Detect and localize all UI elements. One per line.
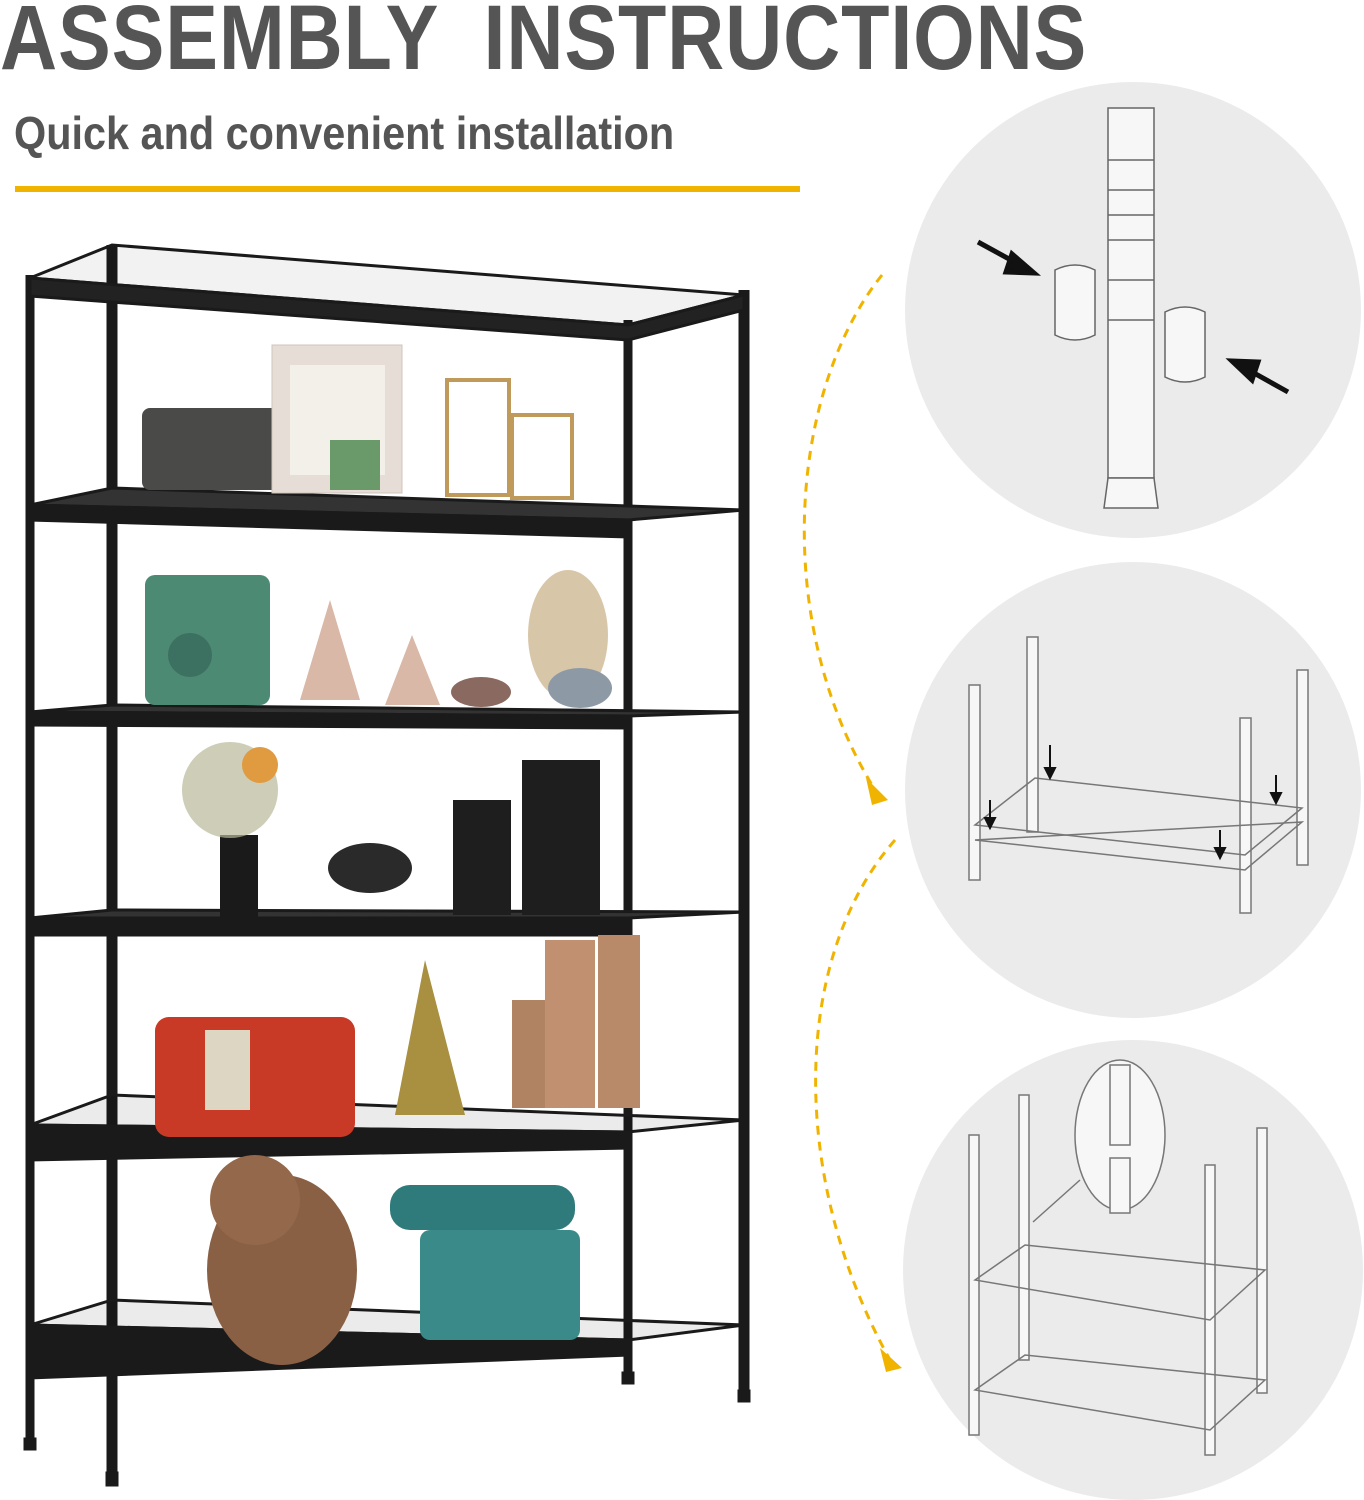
flower-vase-item: [220, 835, 258, 920]
accent-divider: [15, 186, 800, 192]
black-lantern-item: [453, 800, 511, 915]
arrow-icon: [983, 745, 1283, 861]
arrow-icon: [976, 239, 1290, 395]
dashed-flow-arrows: [802, 274, 897, 1361]
page-title: ASSEMBLY INSTRUCTIONS: [0, 0, 1088, 89]
vase-item: [528, 570, 608, 700]
red-radio-item: [155, 1017, 355, 1137]
lantern-item: [300, 600, 360, 700]
gold-sculpture-item: [445, 378, 511, 497]
step-3-pole-screw-circle: [903, 1040, 1363, 1500]
windmill-item: [395, 960, 465, 1115]
page-subtitle: Quick and convenient installation: [14, 107, 675, 159]
green-heater-item: [145, 575, 270, 705]
speaker-item: [142, 408, 307, 490]
telephone-item: [420, 1230, 580, 1340]
arrow-head-icon: [866, 778, 902, 1372]
step-2-shelf-insert-circle: [905, 562, 1361, 1018]
step-1-pole-clip-circle: [905, 82, 1361, 538]
bowl-item: [328, 843, 412, 893]
decor-items: [142, 344, 640, 1365]
book-item: [512, 1000, 550, 1108]
